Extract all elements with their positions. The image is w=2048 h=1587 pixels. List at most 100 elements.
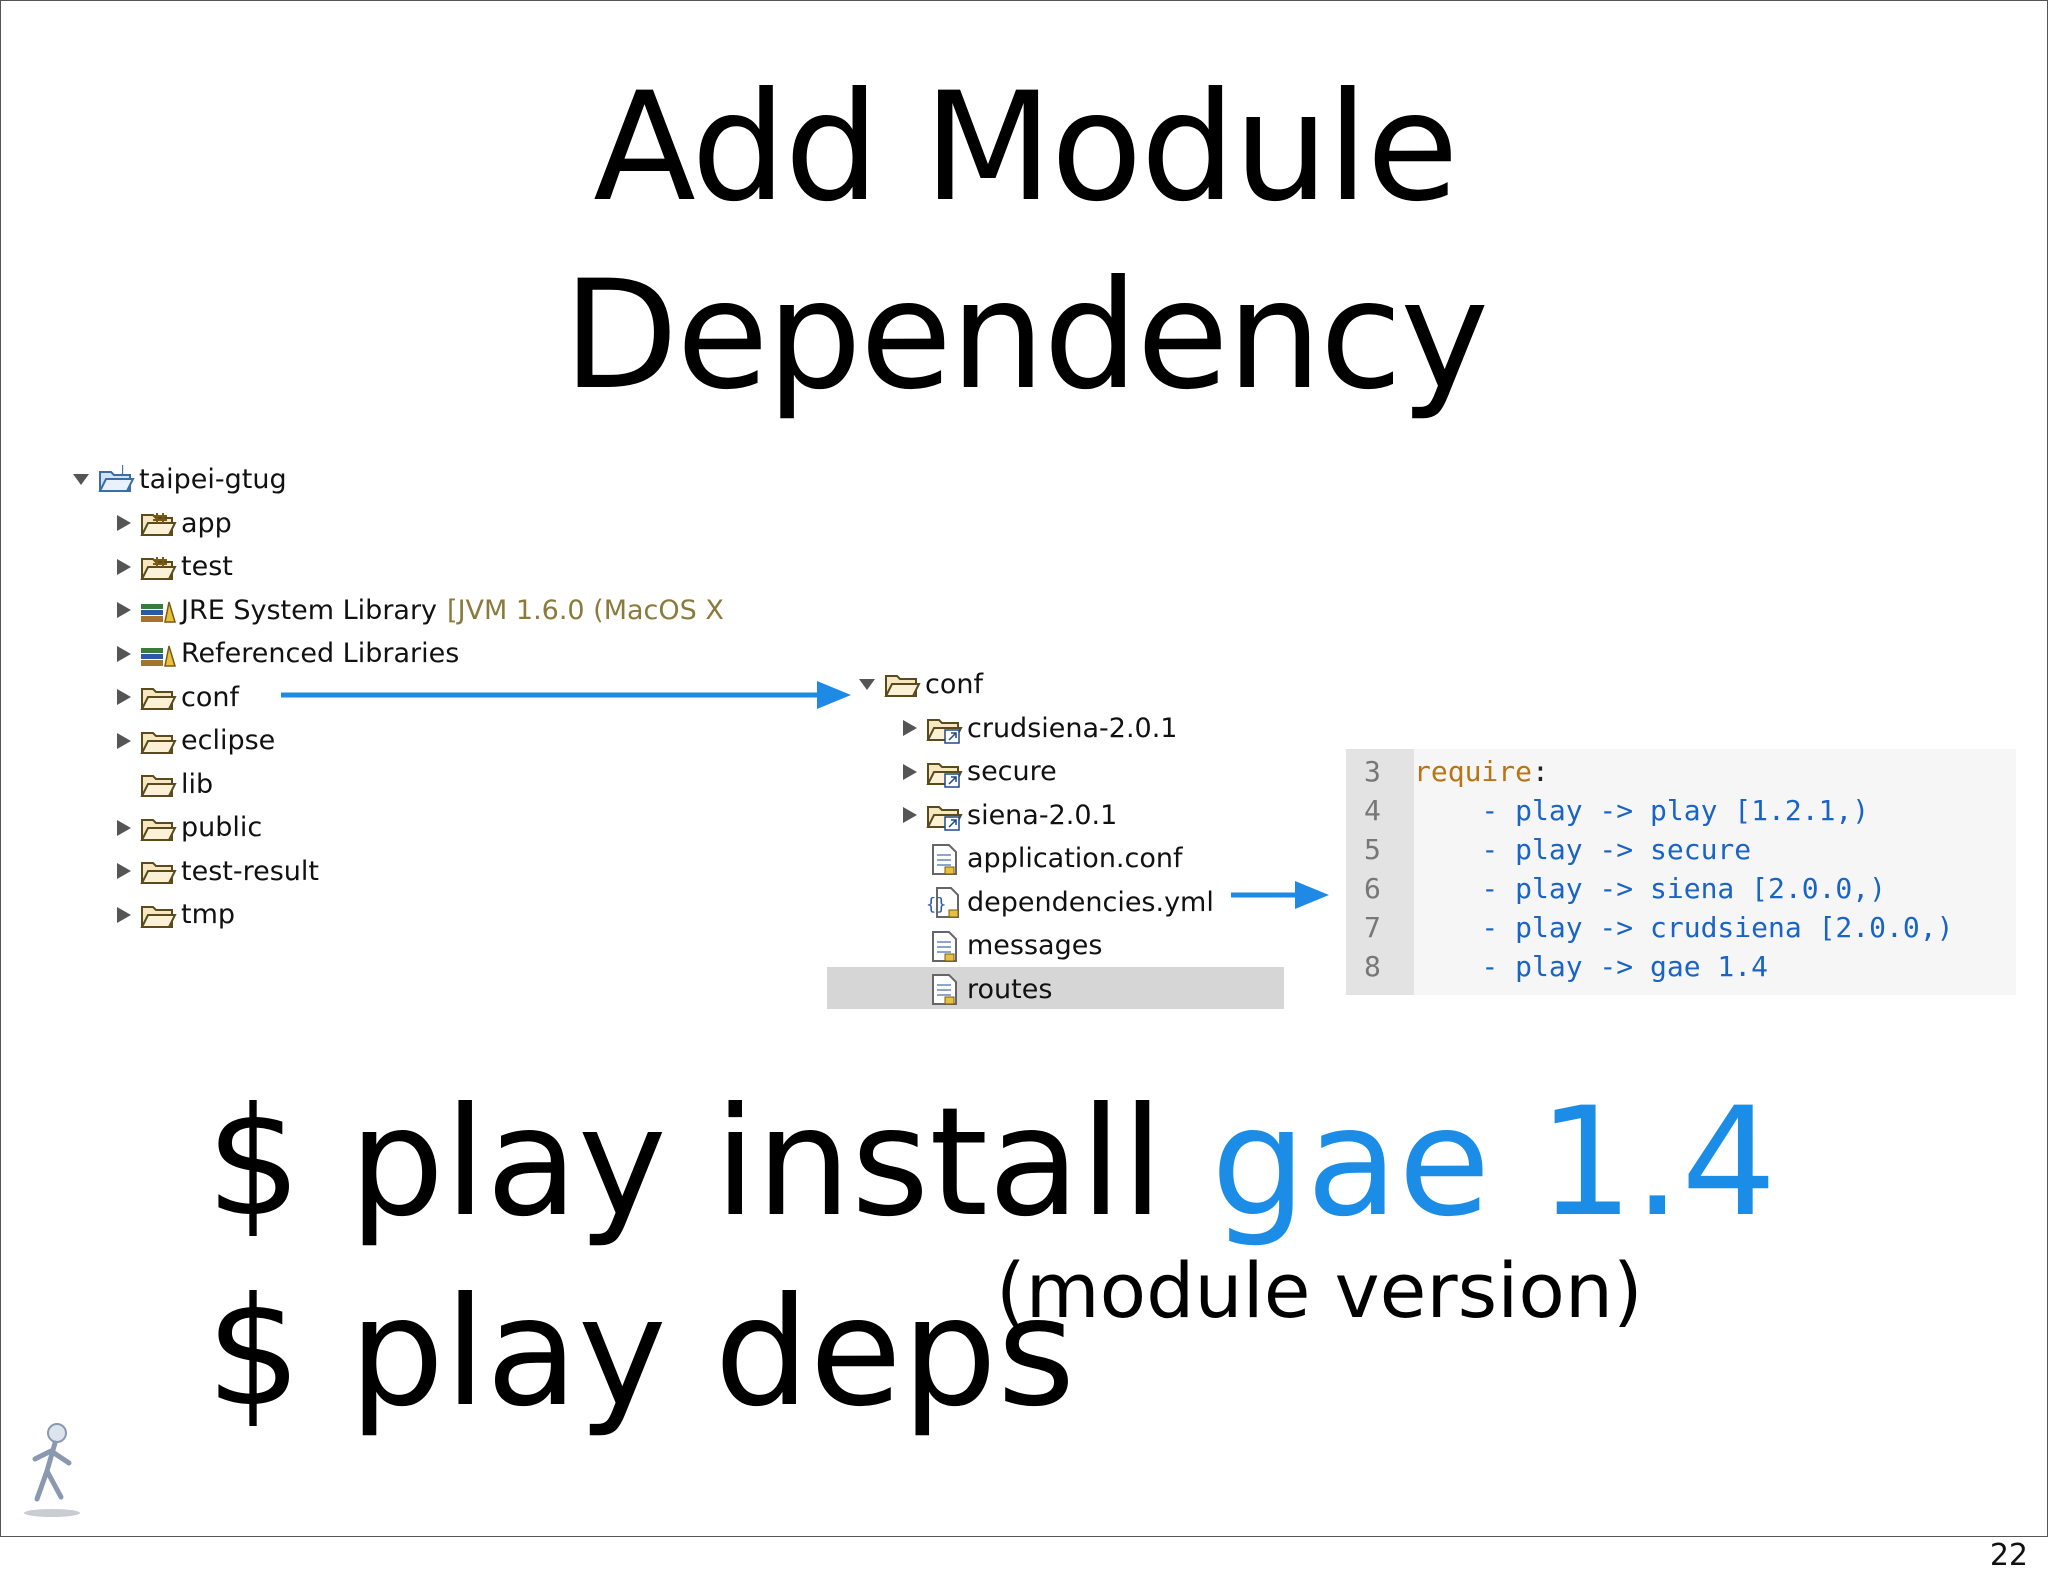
project-folder-icon: J bbox=[97, 463, 135, 495]
collapsed-triangle-icon[interactable] bbox=[113, 731, 133, 751]
folder-icon bbox=[139, 681, 177, 713]
tree-item-test[interactable]: test bbox=[113, 547, 233, 587]
arrow-conf-icon bbox=[281, 681, 851, 709]
folder-open-icon bbox=[883, 668, 921, 700]
tree-root-row[interactable]: J taipei-gtug bbox=[71, 459, 287, 499]
expanded-triangle-icon[interactable] bbox=[857, 674, 877, 694]
code-line: - play -> secure bbox=[1414, 833, 1752, 866]
tree-item-public[interactable]: public bbox=[113, 808, 262, 848]
tree-item-suffix: [JVM 1.6.0 (MacOS X bbox=[447, 594, 724, 626]
tree-item-crudsiena-2-0-1[interactable]: crudsiena-2.0.1 bbox=[899, 708, 1177, 748]
tree-item-label: public bbox=[181, 812, 263, 843]
line-number: 6 bbox=[1364, 872, 1381, 905]
collapsed-triangle-icon[interactable] bbox=[899, 762, 919, 782]
tree-root-label: taipei-gtug bbox=[139, 463, 287, 495]
library-icon bbox=[139, 638, 177, 670]
tree-item-conf[interactable]: conf bbox=[113, 677, 239, 717]
linked-folder-icon bbox=[925, 712, 963, 744]
tree-item-label: JRE System Library bbox=[181, 594, 438, 626]
tree-item-label: secure bbox=[967, 756, 1057, 787]
tree-item-label: crudsiena-2.0.1 bbox=[967, 712, 1178, 744]
collapsed-triangle-icon[interactable] bbox=[113, 818, 133, 838]
collapsed-triangle-icon[interactable] bbox=[899, 718, 919, 738]
tree-item-application-conf[interactable]: application.conf bbox=[899, 839, 1183, 879]
tree-item-label: app bbox=[181, 507, 232, 539]
arrow-dependencies-icon bbox=[1231, 881, 1329, 909]
tree-spacer bbox=[899, 892, 919, 912]
tree-item-lib[interactable]: lib bbox=[113, 764, 213, 804]
tree-spacer bbox=[899, 936, 919, 956]
install-command-module: gae 1.4 bbox=[1211, 1076, 1777, 1250]
install-command-prefix: $ play install bbox=[206, 1076, 1212, 1250]
folder-icon bbox=[139, 812, 177, 844]
package-folder-icon bbox=[139, 507, 177, 539]
linked-folder-icon bbox=[925, 799, 963, 831]
tree-spacer bbox=[113, 774, 133, 794]
code-line: - play -> play [1.2.1,) bbox=[1414, 794, 1870, 827]
collapsed-triangle-icon[interactable] bbox=[113, 557, 133, 577]
tree-item-tmp[interactable]: tmp bbox=[113, 895, 235, 935]
tree-item-dependencies-yml[interactable]: {} dependencies.yml bbox=[899, 882, 1214, 922]
tree-item-label: Referenced Libraries bbox=[181, 638, 460, 669]
module-version-note: (module version) bbox=[996, 1246, 1643, 1335]
tree-item-eclipse[interactable]: eclipse bbox=[113, 721, 275, 761]
tree-item-label: routes bbox=[967, 973, 1053, 1005]
file-icon bbox=[925, 930, 963, 962]
tree-item-test-result[interactable]: test-result bbox=[113, 851, 319, 891]
collapsed-triangle-icon[interactable] bbox=[113, 905, 133, 925]
folder-icon bbox=[139, 899, 177, 931]
code-keyword: require bbox=[1414, 755, 1533, 788]
tree-item-label: lib bbox=[181, 768, 214, 800]
conf-root-row[interactable]: conf bbox=[857, 664, 983, 704]
yaml-file-icon: {} bbox=[925, 886, 963, 918]
tree-item-secure[interactable]: secure bbox=[899, 752, 1057, 792]
code-line: - play -> siena [2.0.0,) bbox=[1414, 872, 1887, 905]
collapsed-triangle-icon[interactable] bbox=[113, 644, 133, 664]
tree-item-label: dependencies.yml bbox=[967, 886, 1214, 918]
conf-root-label: conf bbox=[925, 668, 983, 700]
collapsed-triangle-icon[interactable] bbox=[113, 600, 133, 620]
expanded-triangle-icon[interactable] bbox=[71, 469, 91, 489]
collapsed-triangle-icon[interactable] bbox=[113, 513, 133, 533]
svg-text:{}: {} bbox=[926, 895, 946, 915]
folder-icon bbox=[139, 768, 177, 800]
collapsed-triangle-icon[interactable] bbox=[113, 687, 133, 707]
tree-item-routes[interactable]: routes bbox=[899, 969, 1052, 1009]
footer-divider bbox=[0, 1536, 2048, 1537]
page-number: 22 bbox=[1989, 1538, 2028, 1573]
tree-spacer bbox=[899, 849, 919, 869]
tree-item-app[interactable]: app bbox=[113, 503, 232, 543]
svg-text:J: J bbox=[120, 463, 124, 476]
tree-item-label: messages bbox=[967, 930, 1103, 961]
package-folder-icon bbox=[139, 551, 177, 583]
file-icon bbox=[925, 973, 963, 1005]
tree-item-label: siena-2.0.1 bbox=[967, 799, 1118, 831]
tree-item-label: eclipse bbox=[181, 725, 276, 756]
folder-icon bbox=[139, 855, 177, 887]
file-icon bbox=[925, 843, 963, 875]
tree-item-jre-system-library[interactable]: JRE System Library [JVM 1.6.0 (MacOS X bbox=[113, 590, 724, 630]
line-number: 4 bbox=[1364, 794, 1381, 827]
tree-item-label: test bbox=[181, 551, 233, 582]
line-number: 8 bbox=[1364, 950, 1381, 983]
collapsed-triangle-icon[interactable] bbox=[899, 805, 919, 825]
tree-item-referenced-libraries[interactable]: Referenced Libraries bbox=[113, 634, 459, 674]
code-line: - play -> gae 1.4 bbox=[1414, 950, 1769, 983]
tree-item-siena-2-0-1[interactable]: siena-2.0.1 bbox=[899, 795, 1117, 835]
tree-item-label: test-result bbox=[181, 855, 319, 887]
tree-item-messages[interactable]: messages bbox=[899, 926, 1102, 966]
line-number-gutter bbox=[1346, 749, 1414, 995]
tree-item-label: tmp bbox=[181, 899, 236, 930]
code-editor-panel: 3 4 5 6 7 8 require: - play -> play [1.2… bbox=[1346, 749, 2016, 995]
line-number: 7 bbox=[1364, 911, 1381, 944]
selection-highlight bbox=[827, 967, 1284, 1009]
code-line: - play -> crudsiena [2.0.0,) bbox=[1414, 911, 1954, 944]
tree-spacer bbox=[899, 979, 919, 999]
mascot-logo-icon bbox=[24, 1423, 80, 1517]
linked-folder-icon bbox=[925, 756, 963, 788]
collapsed-triangle-icon[interactable] bbox=[113, 861, 133, 881]
library-icon bbox=[139, 594, 177, 626]
tree-item-label: conf bbox=[181, 681, 239, 713]
line-number: 5 bbox=[1364, 833, 1381, 866]
